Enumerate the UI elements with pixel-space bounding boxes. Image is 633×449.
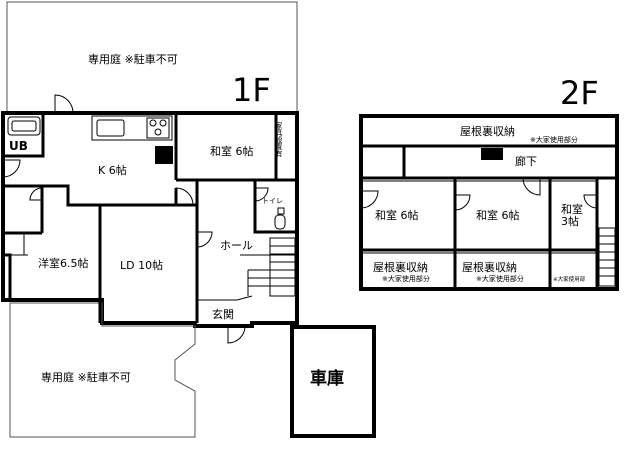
stairs-1f [247,237,296,297]
garden-top-outline [6,1,298,113]
floor-2-outer-wall [359,114,619,291]
washitsu-2f-b-label: 和室 6帖 [476,208,520,222]
bathtub [7,116,41,136]
attic-top-note: ※大家使用部分 [530,135,578,144]
washitsu-2f-a-label: 和室 6帖 [375,208,419,222]
floor-2-doors [360,177,598,211]
ld-label: LD 10帖 [120,259,163,272]
kitchen-counter [91,115,173,141]
attic-b-note: ※大家使用部分 [476,274,524,283]
kitchen-label: K 6帖 [98,164,127,177]
toilet-fixture [274,207,286,230]
garage-label: 車庫 [310,368,344,389]
floor-2: 2F 屋根裏収納 ※大家使用部分 廊下 和室 6帖 和室 6帖 和室 3帖 屋根… [359,74,619,291]
washitsu-1f-label: 和室 6帖 [210,144,254,158]
refrigerator [155,146,173,164]
toilet-label: トイレ [262,197,283,205]
entrance-label: 玄関 [212,307,234,321]
floor-1: 1F 専用庭 ※駐車不可 UB K 6帖 和室 6帖 家具設置有 トイレ ホール… [1,1,376,438]
attic-b-label: 屋根裏収納 [462,260,517,274]
floor-1-interior-walls [3,113,297,323]
western-room-label: 洋室6.5帖 [38,256,89,270]
attic-a-label: 屋根裏収納 [373,260,428,274]
floor-2-interior-walls [361,144,617,289]
floor-1-doors [2,94,269,344]
ub-label: UB [9,139,28,153]
garden-bottom-outline [9,302,196,438]
attic-c-note: ※大家使用部 [553,275,586,283]
garden-bottom-label: 専用庭 ※駐車不可 [41,370,131,384]
attic-a-note: ※大家使用部分 [382,274,430,283]
floor-2-beam [481,148,503,160]
storage-label: 家具設置有 [275,121,283,158]
washitsu-2f-c-label-2: 3帖 [561,215,579,228]
attic-top-label: 屋根裏収納 [460,124,515,138]
garden-top-label: 専用庭 ※駐車不可 [88,52,178,66]
stairs-2f [598,227,616,287]
washitsu-2f-c-label-1: 和室 [561,202,583,216]
hall-label: ホール [220,239,253,252]
floor-1-label: 1F [232,71,271,109]
floor-2-label: 2F [560,74,599,112]
corridor-label: 廊下 [515,154,537,168]
